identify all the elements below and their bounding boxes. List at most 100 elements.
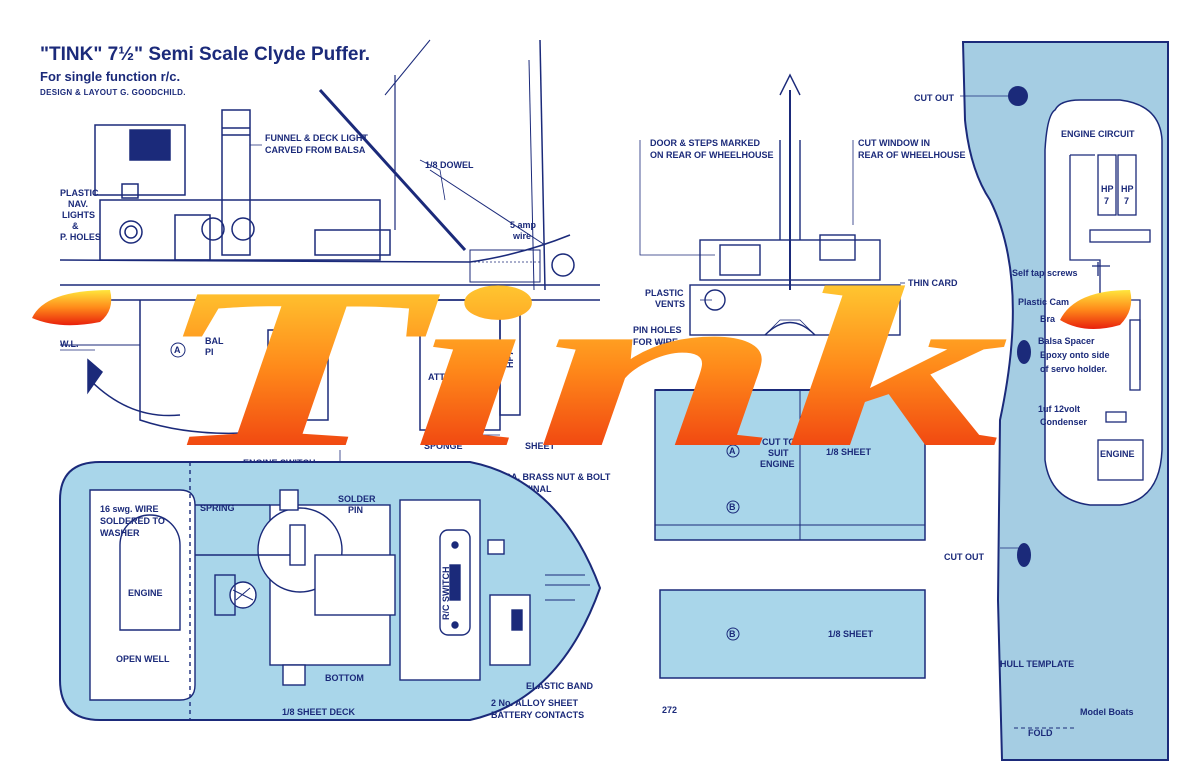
ballast-label: BAL [205,336,224,346]
pins-label: PIN HOLES [633,325,682,335]
wire-label-2: SOLDERED TO [100,516,165,526]
condenser-label-2: Condenser [1040,417,1088,427]
epoxy-label-2: of servo holder. [1040,364,1107,374]
nav-label-5: P. HOLES [60,232,101,242]
fold-label: FOLD [1028,728,1053,738]
marker-a: A [174,345,181,355]
main-mast [539,39,546,291]
cut-out-hole [1017,543,1031,567]
card-label: THIN CARD [908,278,958,288]
nav-light-icon [121,183,139,199]
nav-label-1: PLASTIC [60,188,99,198]
cut-out-hole [1008,86,1028,106]
watermark-swash [32,290,112,326]
spacer-label: Balsa Spacer [1038,336,1095,346]
watermark-logo: Tink [32,240,1132,495]
header: "TINK" 7½" Semi Scale Clyde Puffer. For … [40,44,370,97]
funnel-label-2: CARVED FROM BALSA [265,145,366,155]
wire-label-3: WASHER [100,528,140,538]
engine-label: ENGINE [128,588,163,598]
door-label: DOOR & STEPS MARKED [650,138,761,148]
derrick-boom [318,88,467,252]
engine-circuit-label: ENGINE CIRCUIT [1061,129,1135,139]
end-view: DOOR & STEPS MARKED ON REAR OF WHEELHOUS… [633,73,966,541]
cut-out-bottom-label: CUT OUT [944,552,984,562]
porthole-icon [119,220,143,244]
solder-label: SOLDER [338,494,376,504]
watermark-text: Tink [150,240,1010,495]
end-marker-b: B [729,502,736,512]
side-elevation [59,39,600,546]
funnel [221,109,251,256]
porthole-icon [231,217,255,241]
end-sheet-label: 1/8 SHEET [826,447,872,457]
bottom-label: BOTTOM [325,673,364,683]
cut-out-top-label: CUT OUT [914,93,954,103]
cut-label-3: ENGINE [760,459,795,469]
hp-a-num: 7 [1104,196,1109,206]
waterline-label: W.L. [60,339,79,349]
wire-label-2: wire [512,231,531,241]
door-label-2: ON REAR OF WHEELHOUSE [650,150,774,160]
batteries-label: ATTERIES [428,372,472,382]
magazine-label: Model Boats [1080,707,1134,717]
engine-motor-icon [1097,439,1144,481]
alloy-label: 2 No. ALLOY SHEET [491,698,579,708]
sponge-label: SPONGE [424,441,463,451]
pins-label-2: FOR WIRE [633,337,678,347]
page-number: 272 [662,705,677,715]
nav-label-2: NAV. [68,199,88,209]
servo-box [267,329,329,421]
sheet-label: SHEET [525,441,556,451]
plan-view: 16 swg. WIRE SOLDERED TO WASHER SPRING S… [59,461,602,721]
solder-label-2: PIN [348,505,363,515]
wheelhouse-window [129,129,171,161]
hull-template-label: HULL TEMPLATE [1000,659,1074,669]
cam-label: Plastic Cam [1018,297,1069,307]
deck-label: 1/8 SHEET DECK [282,707,356,717]
spring-label: SPRING [200,503,235,513]
bra-label: Bra [1040,314,1056,324]
end-marker-a: A [729,446,736,456]
page-title: "TINK" 7½" Semi Scale Clyde Puffer. [40,44,371,65]
alloy-label-2: BATTERY CONTACTS [491,710,584,720]
hp-b-num: 7 [1124,196,1129,206]
vents-label-2: VENTS [655,299,685,309]
funnel-label: FUNNEL & DECK LIGHT [265,133,368,143]
condenser-label: 1uf 12volt [1038,404,1080,414]
hp-a-label: HP [1101,184,1114,194]
cut-label-2: SUIT [768,448,789,458]
design-credit: DESIGN & LAYOUT G. GOODCHILD. [40,88,186,97]
bottom-sheet-label: 1/8 SHEET [828,629,874,639]
nav-label-3: LIGHTS [62,210,95,220]
hp7-label: HP7 [505,350,515,368]
engine-label: ENGINE [1100,449,1135,459]
servo-holder-hole [1017,340,1031,364]
window-label-2: REAR OF WHEELHOUSE [858,150,966,160]
wheelhouse [94,124,186,196]
brass-label: 4 BA. BRASS NUT & BOLT [497,472,611,482]
sheet-marker-b: B [729,629,736,639]
cut-label: CUT TO [762,437,795,447]
elastic-label: ELASTIC BAND [526,681,593,691]
servo-label: SERVO [278,376,309,386]
rc-switch-label: R/C SWITCH [441,567,451,621]
vents-label: PLASTIC [645,288,684,298]
self-tap-label: Self tap screws [1012,268,1078,278]
hp-b-label: HP [1121,184,1134,194]
bottom-sheet: B 1/8 SHEET 272 [659,589,926,715]
watermark-swash [1060,290,1132,329]
propeller-icon [87,358,104,395]
open-well-label: OPEN WELL [116,654,170,664]
epoxy-label: Epoxy onto side [1040,350,1110,360]
end-water [654,389,926,541]
wire-label: 5 amp [510,220,537,230]
page-subtitle: For single function r/c. [40,69,181,84]
wire-label: 16 swg. WIRE [100,504,159,514]
nav-label-4: & [72,221,79,231]
open-well [89,489,196,701]
dowel-label: 1/8 DOWEL [425,160,474,170]
window-label: CUT WINDOW IN [858,138,930,148]
